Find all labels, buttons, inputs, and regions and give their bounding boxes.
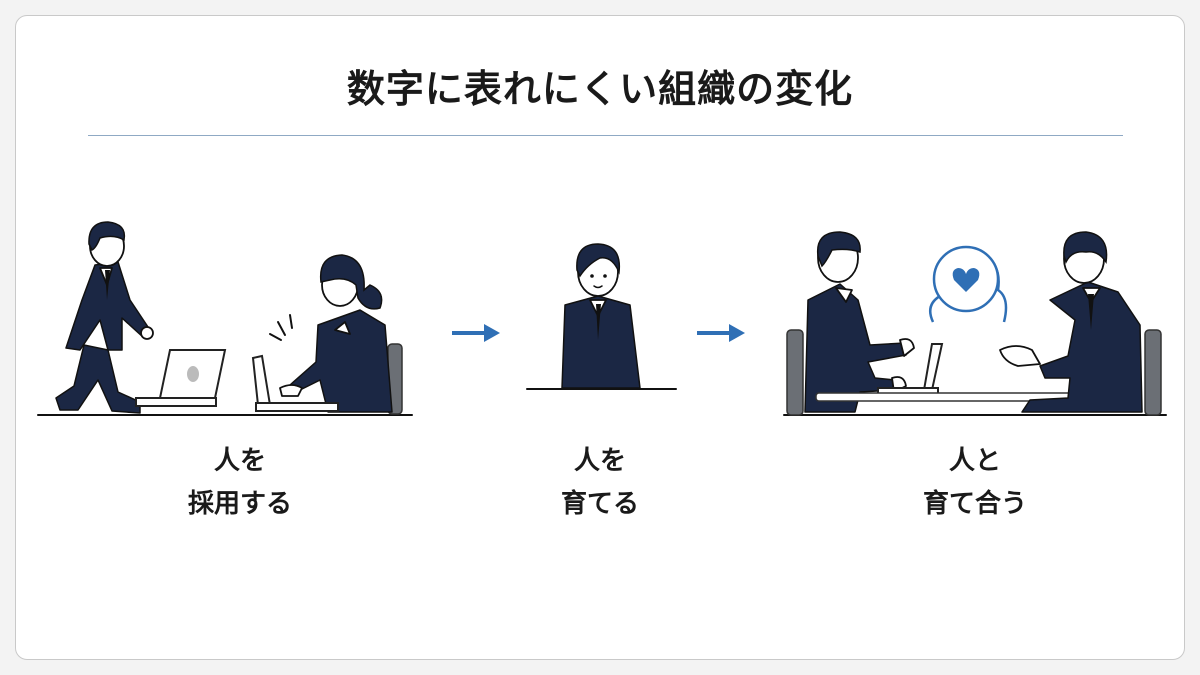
step-caption-line: 人を — [573, 446, 626, 476]
scene-developing — [526, 243, 677, 390]
laptop-icon — [135, 349, 227, 407]
seated-woman-figure — [251, 254, 403, 415]
chair-icon — [1144, 329, 1162, 416]
right-man-figure — [999, 231, 1143, 413]
chair-icon — [786, 329, 804, 416]
title-divider — [88, 135, 1123, 136]
scene-mutual-growth — [783, 231, 1167, 416]
step-caption-hiring: 人を 採用する — [120, 440, 360, 526]
laptop-icon — [877, 343, 944, 395]
page-title: 数字に表れにくい組織の変化 — [346, 67, 854, 111]
step-caption-line: 育てる — [560, 489, 639, 519]
scene-hiring — [37, 221, 413, 416]
standing-person-figure — [561, 243, 641, 389]
walking-man-figure — [55, 221, 154, 414]
step-caption-line: 人を — [213, 446, 266, 476]
step-caption-mutual-growth: 人と 育て合う — [855, 440, 1095, 526]
step-caption-line: 育て合う — [922, 489, 1027, 519]
left-man-figure — [804, 231, 915, 413]
heart-speech-bubble-icon — [928, 245, 1008, 323]
step-caption-developing: 人を 育てる — [480, 440, 720, 526]
arrow-right-icon — [452, 324, 500, 342]
arrow-right-icon — [697, 324, 745, 342]
step-caption-line: 人と — [948, 446, 1001, 476]
step-caption-line: 採用する — [187, 489, 292, 519]
